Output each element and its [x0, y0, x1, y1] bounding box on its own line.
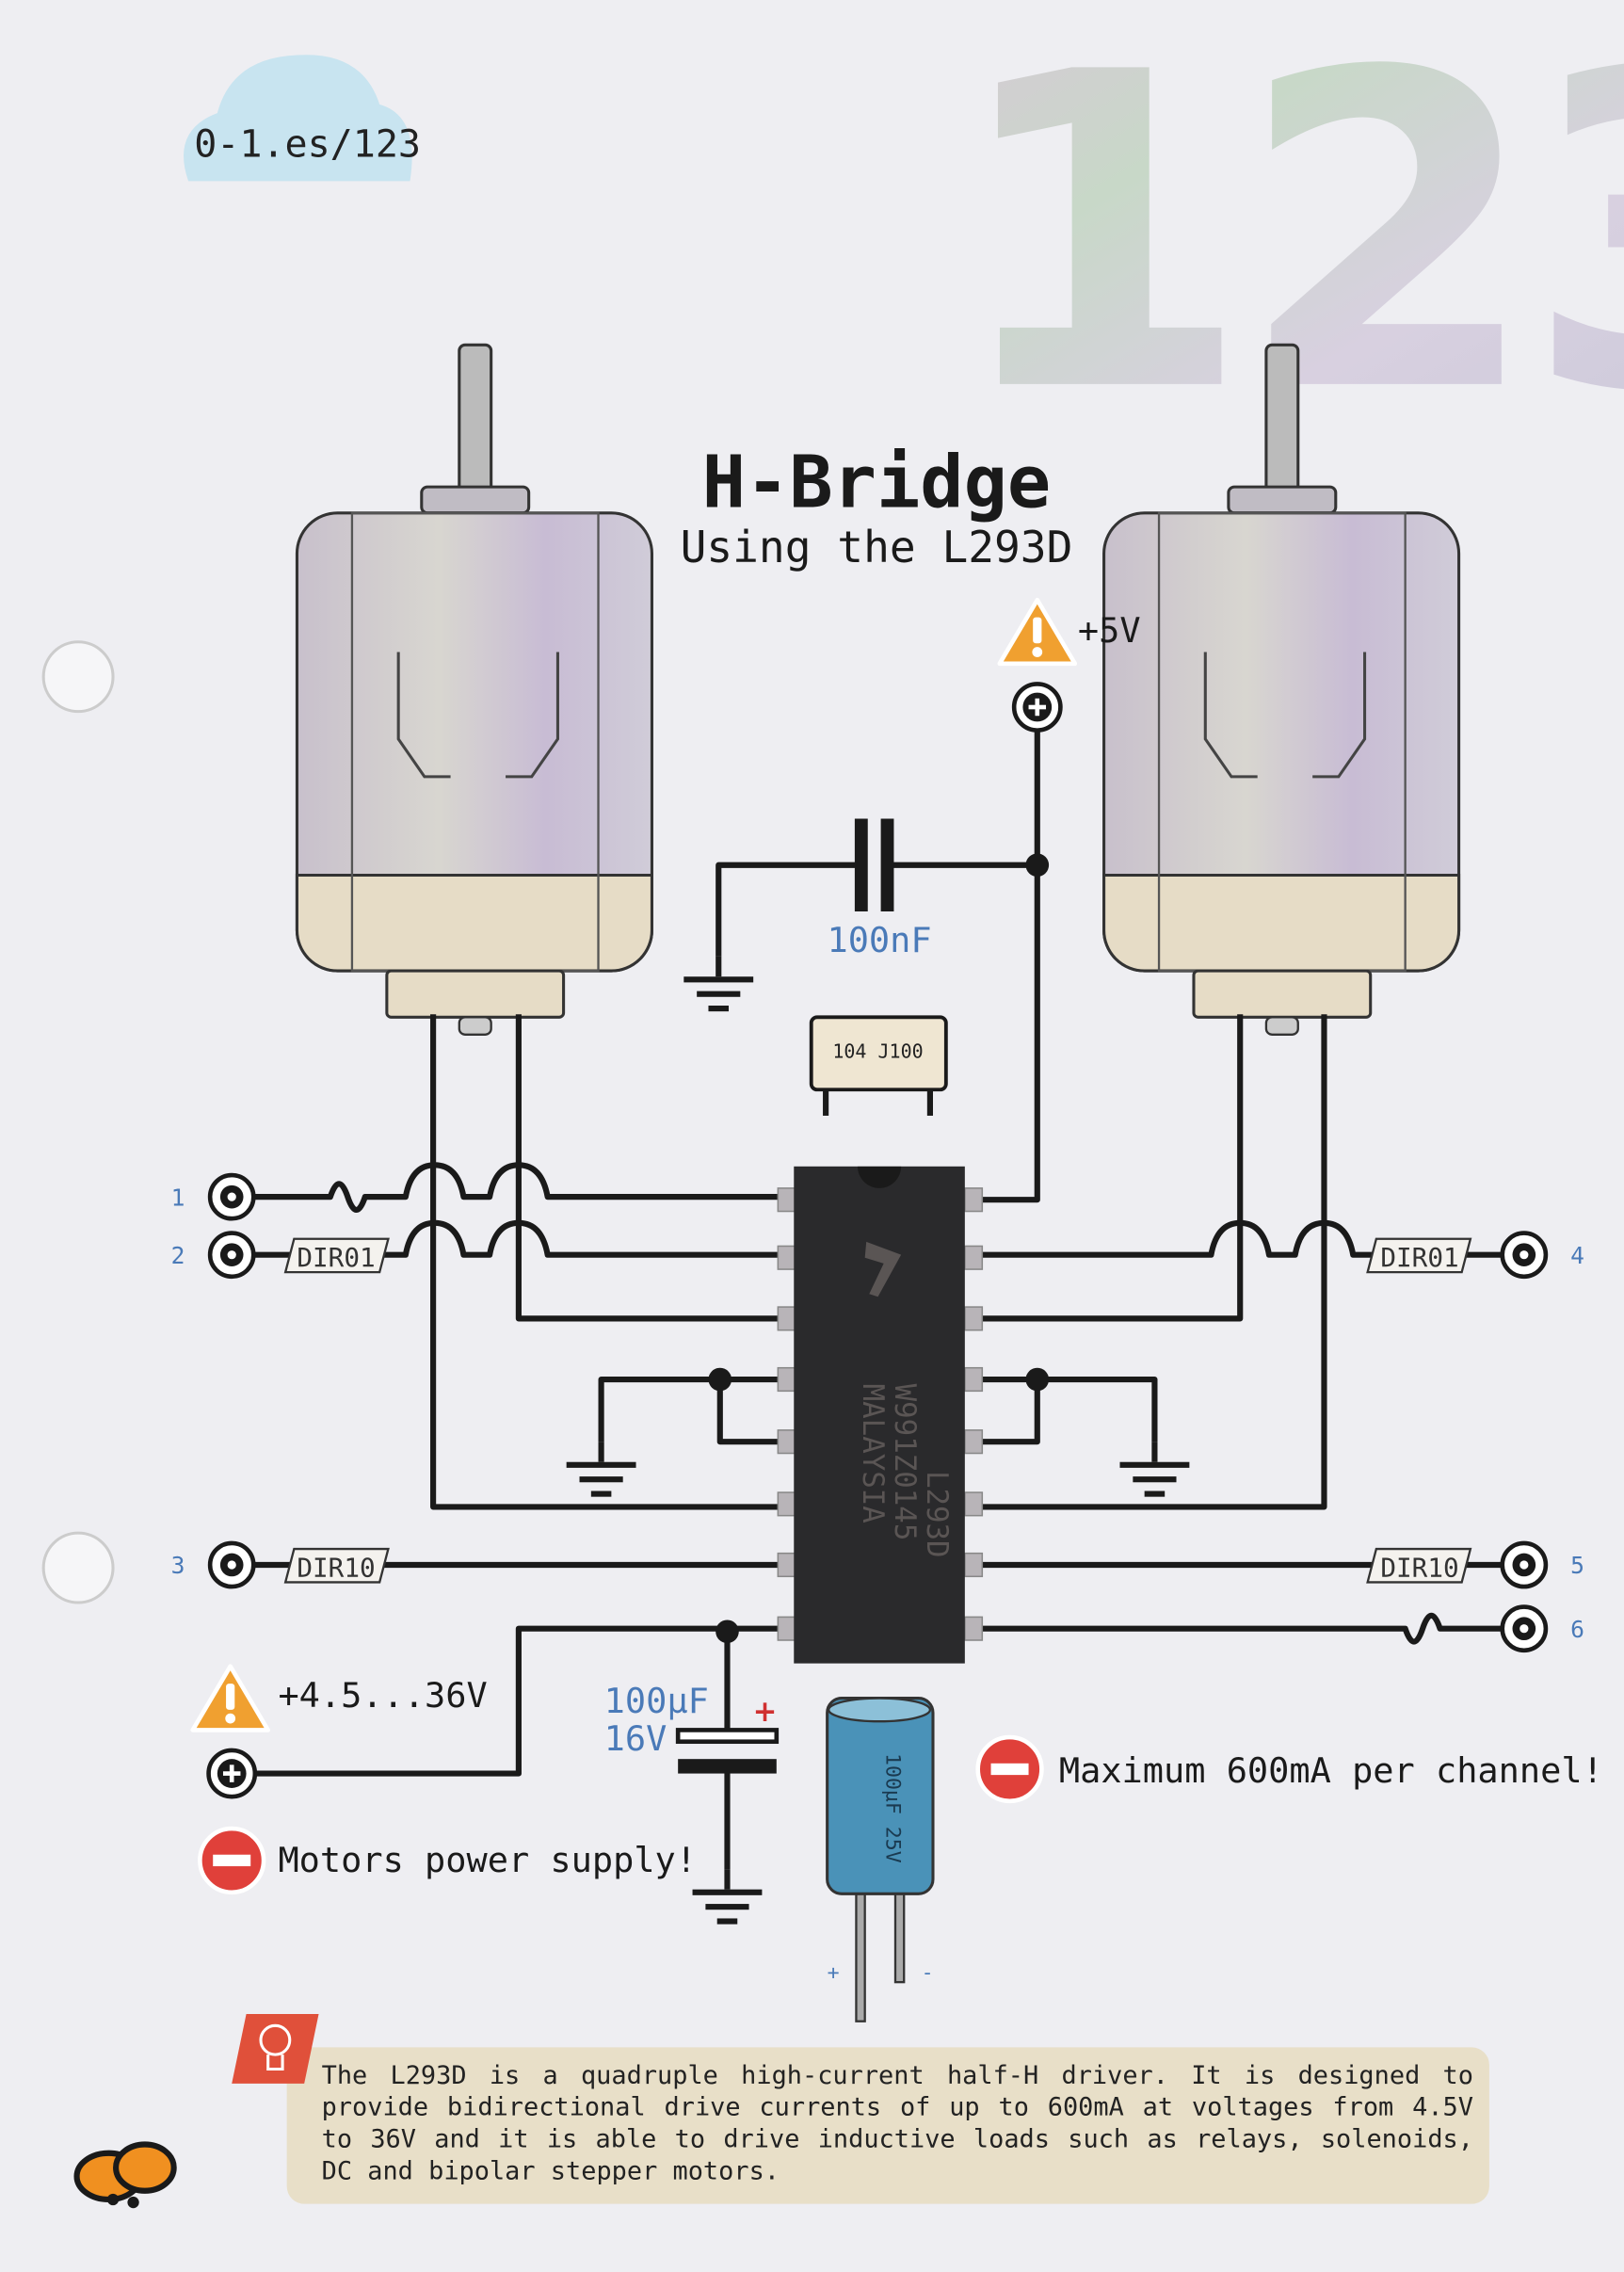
input-terminal-1[interactable] — [210, 1175, 253, 1218]
max-current-warning: Maximum 600mA per channel! — [1059, 1750, 1603, 1791]
svg-text:L293D: L293D — [920, 1471, 954, 1558]
pin-label-4: 4 — [1570, 1242, 1584, 1269]
svg-text:16V: 16V — [604, 1718, 667, 1759]
binder-hole — [41, 1531, 115, 1604]
svg-text:0-1.es/123: 0-1.es/123 — [194, 122, 421, 166]
svg-text:DIR01: DIR01 — [1380, 1242, 1458, 1273]
warning-icon — [193, 1667, 268, 1731]
input-terminal-6[interactable] — [1503, 1607, 1546, 1651]
stop-icon — [200, 1829, 264, 1893]
ground-icon — [567, 1442, 636, 1496]
pin-label-5: 5 — [1570, 1552, 1584, 1579]
svg-text:+: + — [753, 1695, 778, 1729]
input-terminal-3[interactable] — [210, 1543, 253, 1587]
stop-icon — [978, 1737, 1042, 1801]
pin-label-2: 2 — [171, 1242, 185, 1269]
info-box — [286, 2047, 1489, 2204]
pin-label-3: 3 — [171, 1552, 185, 1579]
ground-icon — [1119, 1442, 1189, 1496]
binder-hole — [41, 640, 115, 714]
warning-icon — [1000, 600, 1075, 664]
diagram-subtitle: Using the L293D — [681, 522, 1073, 572]
motor-supply-warning: Motors power supply! — [278, 1840, 697, 1880]
dc-motor-left — [295, 343, 654, 1037]
net-label-dir10-left: DIR10 — [283, 1547, 390, 1584]
l293d-chip: L293D W991Z0145 MALAYSIA — [777, 1166, 984, 1664]
svg-text:DIR01: DIR01 — [297, 1242, 375, 1273]
info-text: The L293D is a quadruple high-current ha… — [321, 2061, 1473, 2187]
ground-icon — [683, 957, 753, 1011]
lightbulb-icon — [232, 2014, 319, 2084]
pin-label-1: 1 — [171, 1184, 185, 1211]
net-label-dir10-right: DIR10 — [1366, 1547, 1472, 1584]
net-label-dir01-left: DIR01 — [283, 1237, 390, 1274]
svg-text:100nF: 100nF — [827, 920, 931, 960]
svg-text:104 J100: 104 J100 — [832, 1039, 923, 1062]
diagram-title: H-Bridge — [702, 442, 1052, 525]
brand-logo — [73, 2141, 177, 2209]
svg-text:DIR10: DIR10 — [1380, 1552, 1458, 1583]
svg-text:100µF: 100µF — [604, 1681, 709, 1721]
svg-text:MALAYSIA: MALAYSIA — [856, 1384, 890, 1523]
svg-text:100µF 25V: 100µF 25V — [881, 1753, 905, 1863]
input-terminal-4[interactable] — [1503, 1233, 1546, 1277]
input-terminal-5[interactable] — [1503, 1543, 1546, 1587]
motor-supply-terminal[interactable] — [209, 1750, 255, 1797]
motor-supply-voltage: +4.5...36V — [278, 1675, 487, 1716]
svg-text:+: + — [828, 1961, 840, 1985]
svg-text:-: - — [922, 1961, 934, 1985]
capacitor-100uf: + 100µF 16V 100µF 25V + - — [604, 1681, 935, 2022]
svg-text:DIR10: DIR10 — [297, 1552, 375, 1583]
svg-text:W991Z0145: W991Z0145 — [888, 1384, 922, 1541]
capacitor-100nf: 100nF 104 J100 — [809, 818, 948, 1116]
input-terminal-2[interactable] — [210, 1233, 253, 1277]
logic-supply-label: +5V — [1078, 610, 1141, 651]
url-badge[interactable]: 0-1.es/123 — [184, 55, 421, 182]
ground-icon — [693, 1869, 763, 1924]
pin-label-6: 6 — [1570, 1616, 1584, 1643]
logic-supply-terminal[interactable] — [1014, 684, 1060, 730]
net-label-dir01-right: DIR01 — [1366, 1237, 1472, 1274]
